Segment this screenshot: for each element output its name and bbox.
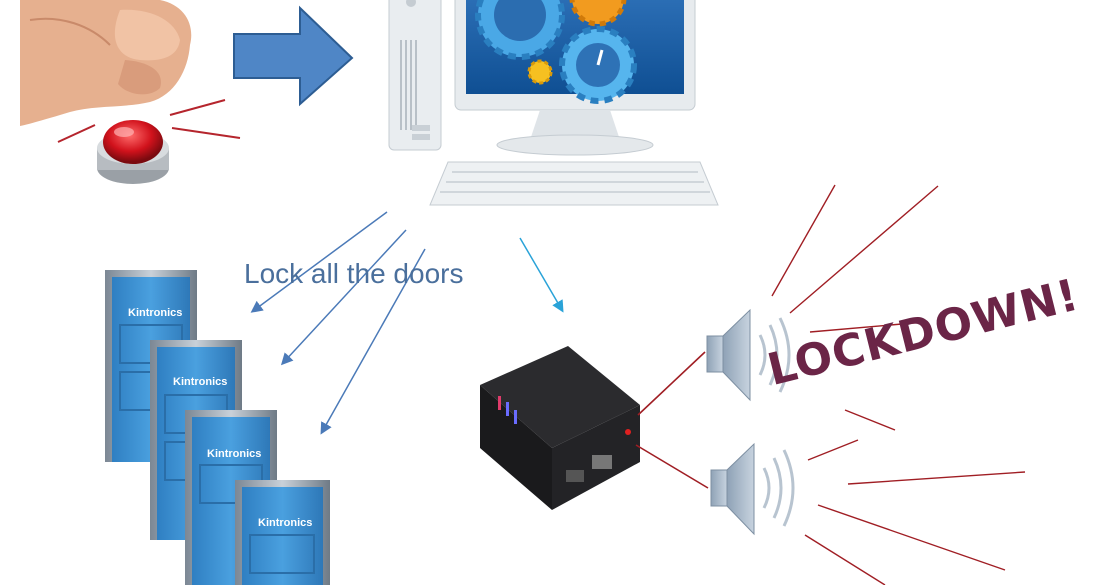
sound-burst-lines — [771, 184, 1026, 585]
speaker-icon — [706, 308, 791, 402]
flow-arrow — [233, 5, 354, 107]
door-connectors — [250, 211, 426, 435]
press-lines — [57, 99, 241, 143]
red-button-icon — [97, 120, 169, 184]
speaker-wires — [635, 351, 709, 489]
door-brand-label: Kintronics — [258, 517, 312, 529]
door-brand-label: Kintronics — [173, 376, 227, 388]
speaker-icon — [710, 442, 795, 536]
doors-group: Kintronics Kintronics Kintronics Kintron… — [105, 270, 330, 585]
door-brand-label: Kintronics — [128, 307, 182, 319]
hand-icon — [20, 0, 192, 126]
controller-connector — [519, 237, 564, 313]
network-controller-icon — [480, 346, 640, 510]
door-icon: Kintronics — [235, 480, 330, 585]
diagram-caption: Lock all the doors — [244, 258, 464, 289]
gears-icon — [475, 0, 637, 104]
desktop-computer-icon — [388, 0, 719, 206]
panic-button-group — [20, 0, 241, 184]
door-brand-label: Kintronics — [207, 448, 261, 460]
